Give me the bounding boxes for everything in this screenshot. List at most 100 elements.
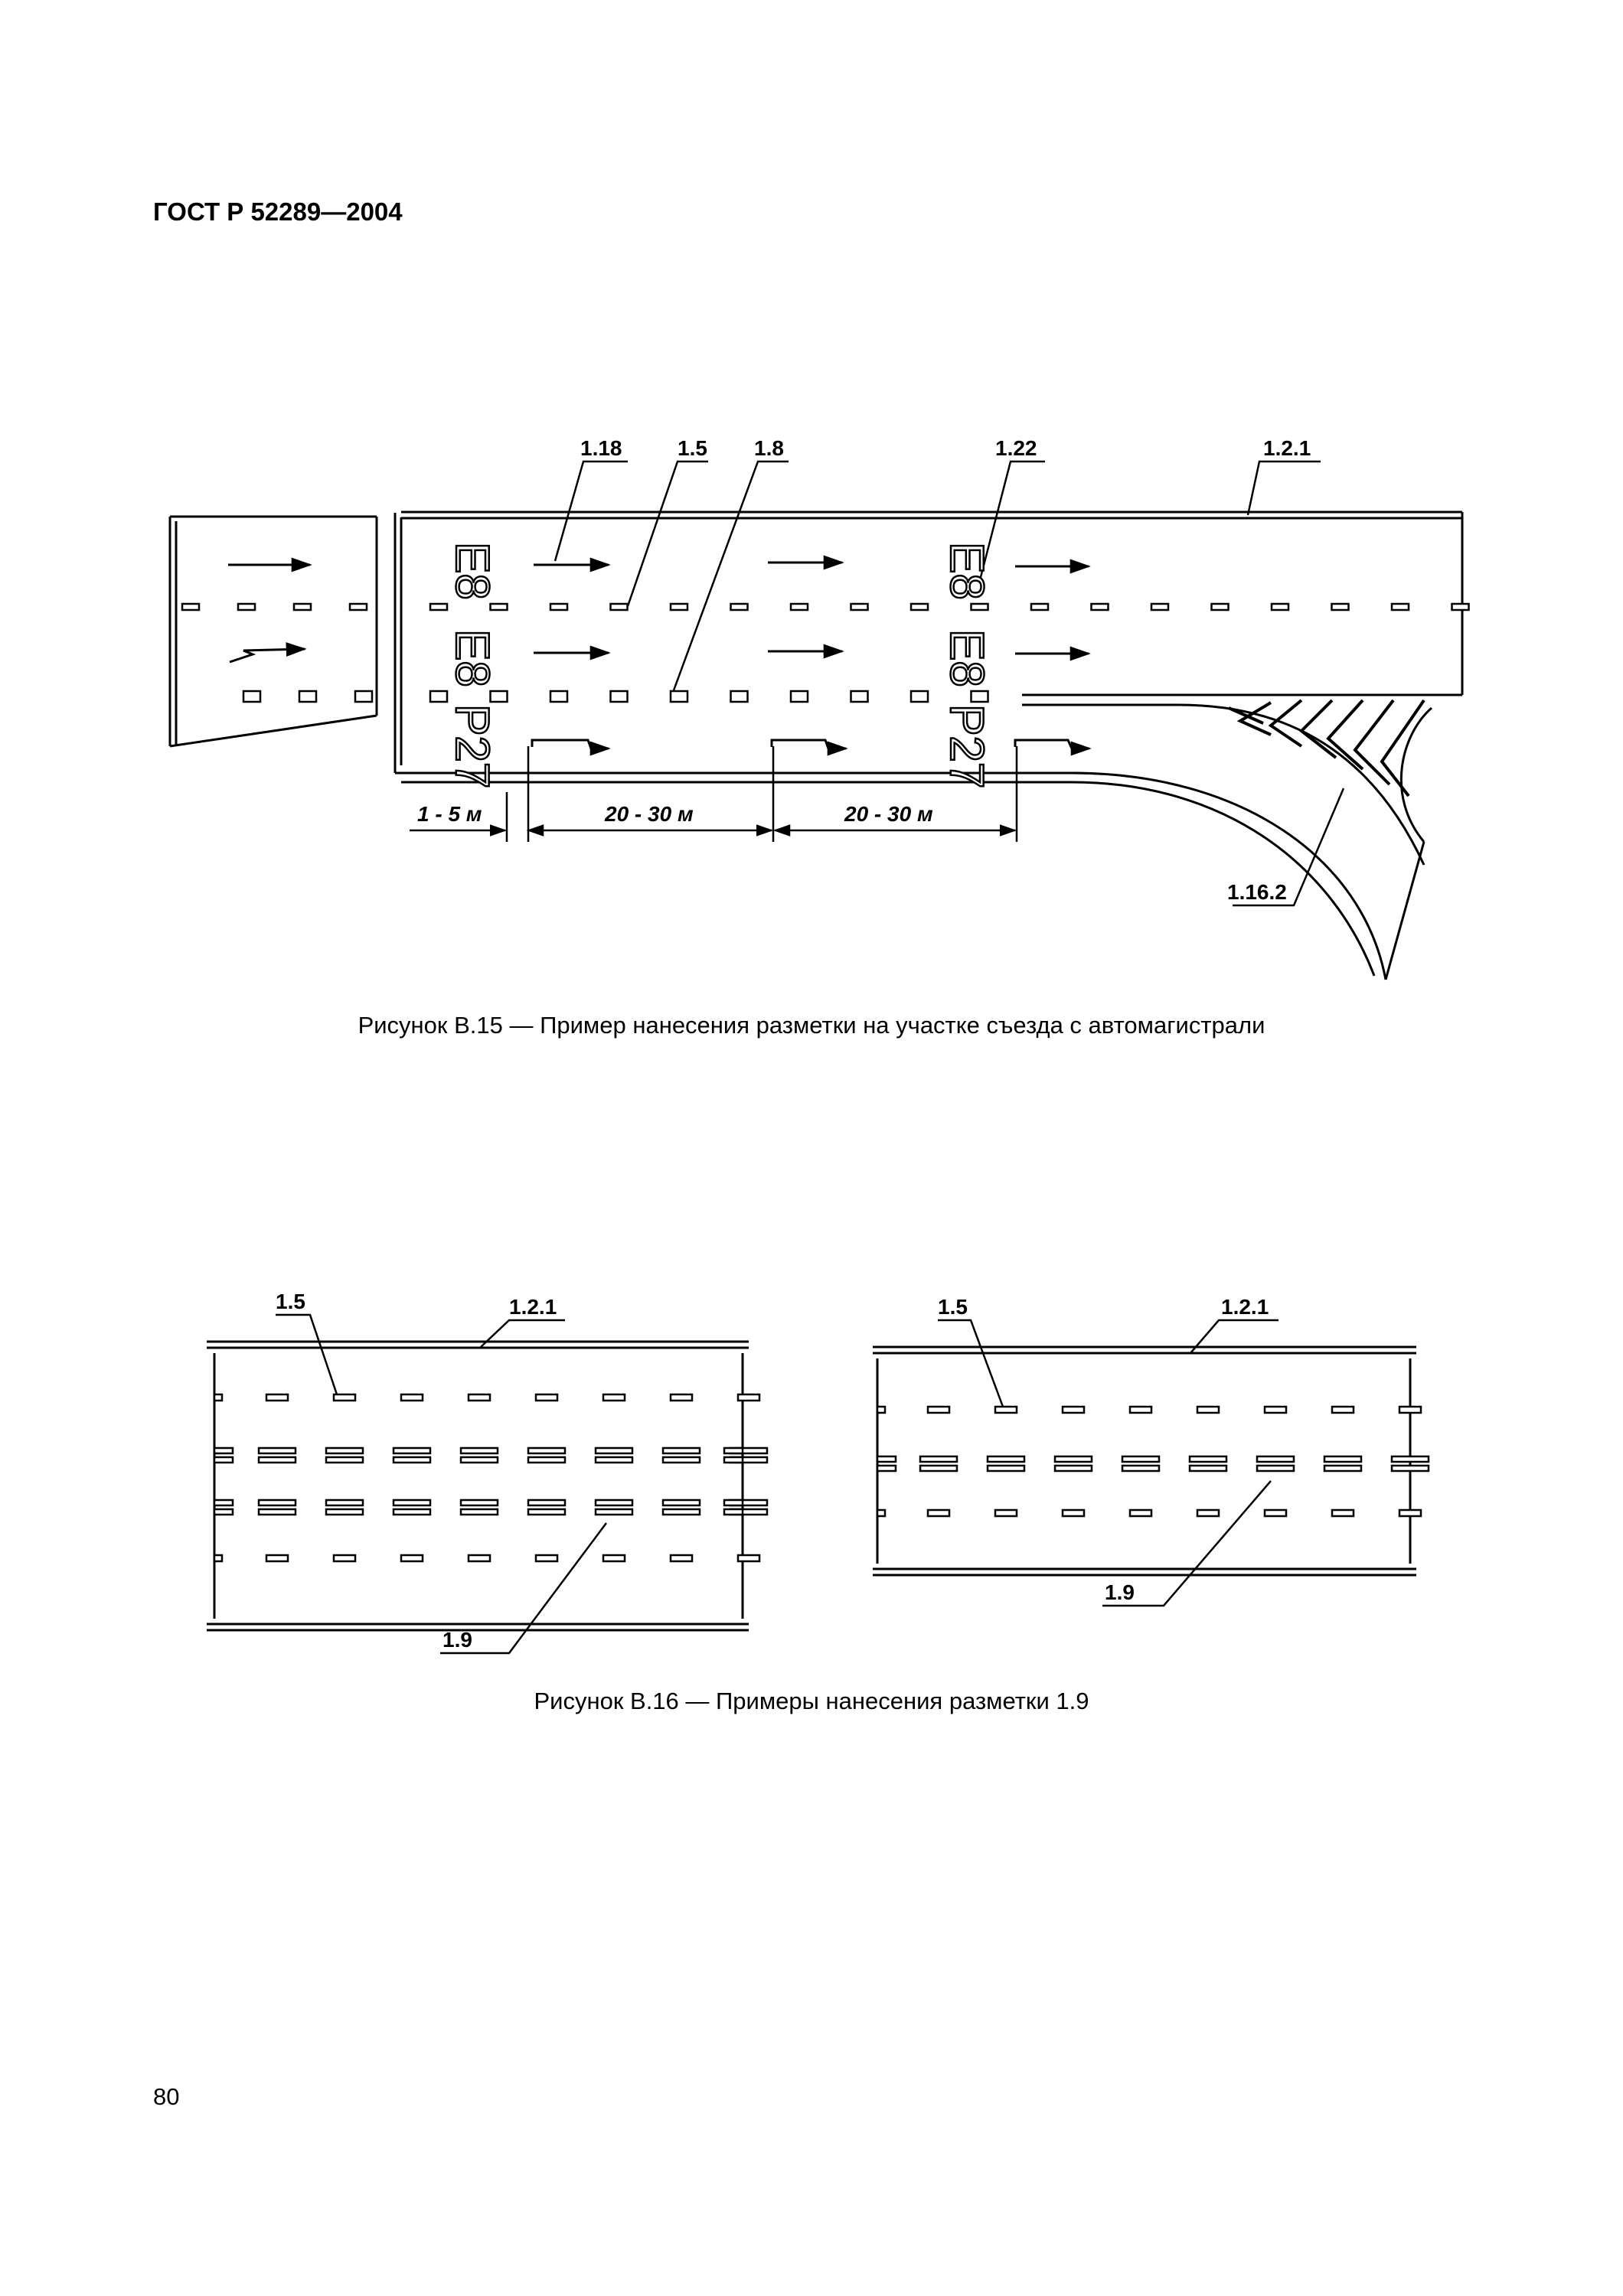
dash-1-9	[594, 1456, 634, 1464]
callout-1-5: 1.5	[678, 436, 707, 460]
dash-1-5	[926, 1405, 951, 1414]
dash-1-9	[325, 1508, 364, 1516]
dash-1-5	[1270, 602, 1290, 612]
dash-1-8	[354, 690, 374, 703]
dimension-20-30m: 20 - 30 м	[604, 802, 694, 826]
callout-1-9: 1.9	[442, 1628, 472, 1652]
dash-1-9	[1121, 1455, 1161, 1463]
dash-1-5	[534, 1393, 559, 1402]
dash-1-8	[298, 690, 318, 703]
dash-1-9	[1390, 1455, 1430, 1463]
dash-1-9	[1323, 1464, 1363, 1473]
dash-1-5	[1331, 1405, 1355, 1414]
dash-1-9	[661, 1456, 701, 1464]
road-texts: Е8 Е8 Р27 Е8 Е8 Р27	[445, 541, 994, 790]
callout-labels-b16: 1.5 1.2.1 1.9 1.5 1.2.1 1.9	[276, 1290, 1269, 1652]
dash-1-9	[325, 1446, 364, 1455]
dash-1-9	[594, 1446, 634, 1455]
dash-1-5	[602, 1554, 626, 1563]
dash-1-9	[213, 1446, 234, 1455]
dash-1-5	[332, 1554, 357, 1563]
dash-1-9	[1256, 1455, 1295, 1463]
dash-1-9	[661, 1508, 701, 1516]
dash-1-8	[730, 690, 749, 703]
dash-1-5	[1196, 1405, 1220, 1414]
dash-1-9	[1053, 1455, 1093, 1463]
dash-1-9	[527, 1499, 567, 1507]
callout-1-2-1: 1.2.1	[1263, 436, 1311, 460]
dash-1-8	[669, 690, 689, 703]
dash-1-5	[730, 602, 749, 612]
callout-leaders-b16	[276, 1313, 1278, 1655]
dash-1-5	[1128, 1508, 1153, 1518]
dash-1-5	[237, 602, 256, 612]
dash-1-9	[459, 1508, 499, 1516]
dash-1-5	[467, 1393, 491, 1402]
dash-1-5	[789, 602, 809, 612]
dash-1-9	[986, 1455, 1026, 1463]
dash-1-5	[1061, 1508, 1086, 1518]
dash-1-5	[467, 1554, 491, 1563]
dash-1-9	[257, 1508, 297, 1516]
dash-1-8	[242, 690, 262, 703]
dash-1-9	[257, 1446, 297, 1455]
callout-1-5: 1.5	[276, 1290, 305, 1313]
dash-1-9	[919, 1464, 958, 1473]
dash-1-5	[876, 1405, 887, 1414]
dash-1-5	[1398, 1405, 1422, 1414]
road-text-p27: Р27	[446, 704, 498, 788]
dimension-1-5m: 1 - 5 м	[417, 802, 482, 826]
gore-chevrons	[1228, 699, 1425, 797]
dash-1-8	[549, 690, 569, 703]
figure-b16-caption: Рисунок В.16 — Примеры нанесения разметк…	[534, 1688, 1089, 1714]
dash-1-5	[400, 1554, 424, 1563]
lane-dash-marks-b16	[213, 1393, 1430, 1563]
dash-1-5	[994, 1405, 1018, 1414]
dash-1-5	[926, 1508, 951, 1518]
dimension-labels: 1 - 5 м 20 - 30 м 20 - 30 м	[417, 802, 933, 826]
dash-1-9	[527, 1508, 567, 1516]
dash-1-5	[602, 1393, 626, 1402]
dash-1-9	[527, 1456, 567, 1464]
dash-1-5	[265, 1393, 289, 1402]
dash-1-5	[736, 1554, 761, 1563]
dash-1-9	[392, 1446, 432, 1455]
dash-1-9	[213, 1508, 234, 1516]
dash-1-9	[392, 1456, 432, 1464]
dash-1-9	[1121, 1464, 1161, 1473]
dash-1-5	[1210, 602, 1229, 612]
dash-1-9	[876, 1455, 897, 1463]
dash-1-5	[1263, 1508, 1288, 1518]
dash-1-9	[527, 1446, 567, 1455]
dash-1-8	[909, 690, 929, 703]
dash-1-5	[213, 1554, 224, 1563]
dash-1-9	[213, 1499, 234, 1507]
exit-ramp-curves	[1071, 703, 1432, 980]
dash-1-5	[850, 602, 869, 612]
dash-1-5	[669, 1554, 694, 1563]
road-text-e8: Е8	[446, 542, 498, 600]
dash-1-8	[489, 690, 508, 703]
dash-1-5	[400, 1393, 424, 1402]
callout-1-9: 1.9	[1105, 1580, 1135, 1604]
dash-1-5	[292, 602, 312, 612]
dash-1-8	[609, 690, 629, 703]
dash-1-8	[429, 690, 449, 703]
dash-1-5	[549, 602, 569, 612]
dash-1-9	[392, 1508, 432, 1516]
road-text-e8: Е8	[940, 542, 993, 600]
dash-1-8	[970, 690, 989, 703]
dash-1-9	[213, 1456, 234, 1464]
dash-1-9	[325, 1456, 364, 1464]
callout-labels: 1.18 1.5 1.8 1.22 1.2.1 1.16.2	[580, 436, 1311, 904]
dash-1-5	[1390, 602, 1410, 612]
dash-1-5	[1398, 1508, 1422, 1518]
dash-1-8	[789, 690, 809, 703]
dash-1-5	[181, 602, 201, 612]
dash-1-9	[459, 1499, 499, 1507]
dash-1-9	[723, 1446, 744, 1455]
dash-1-9	[392, 1499, 432, 1507]
callout-1-5: 1.5	[938, 1295, 968, 1319]
dash-1-5	[609, 602, 629, 612]
dash-1-9	[1323, 1455, 1363, 1463]
